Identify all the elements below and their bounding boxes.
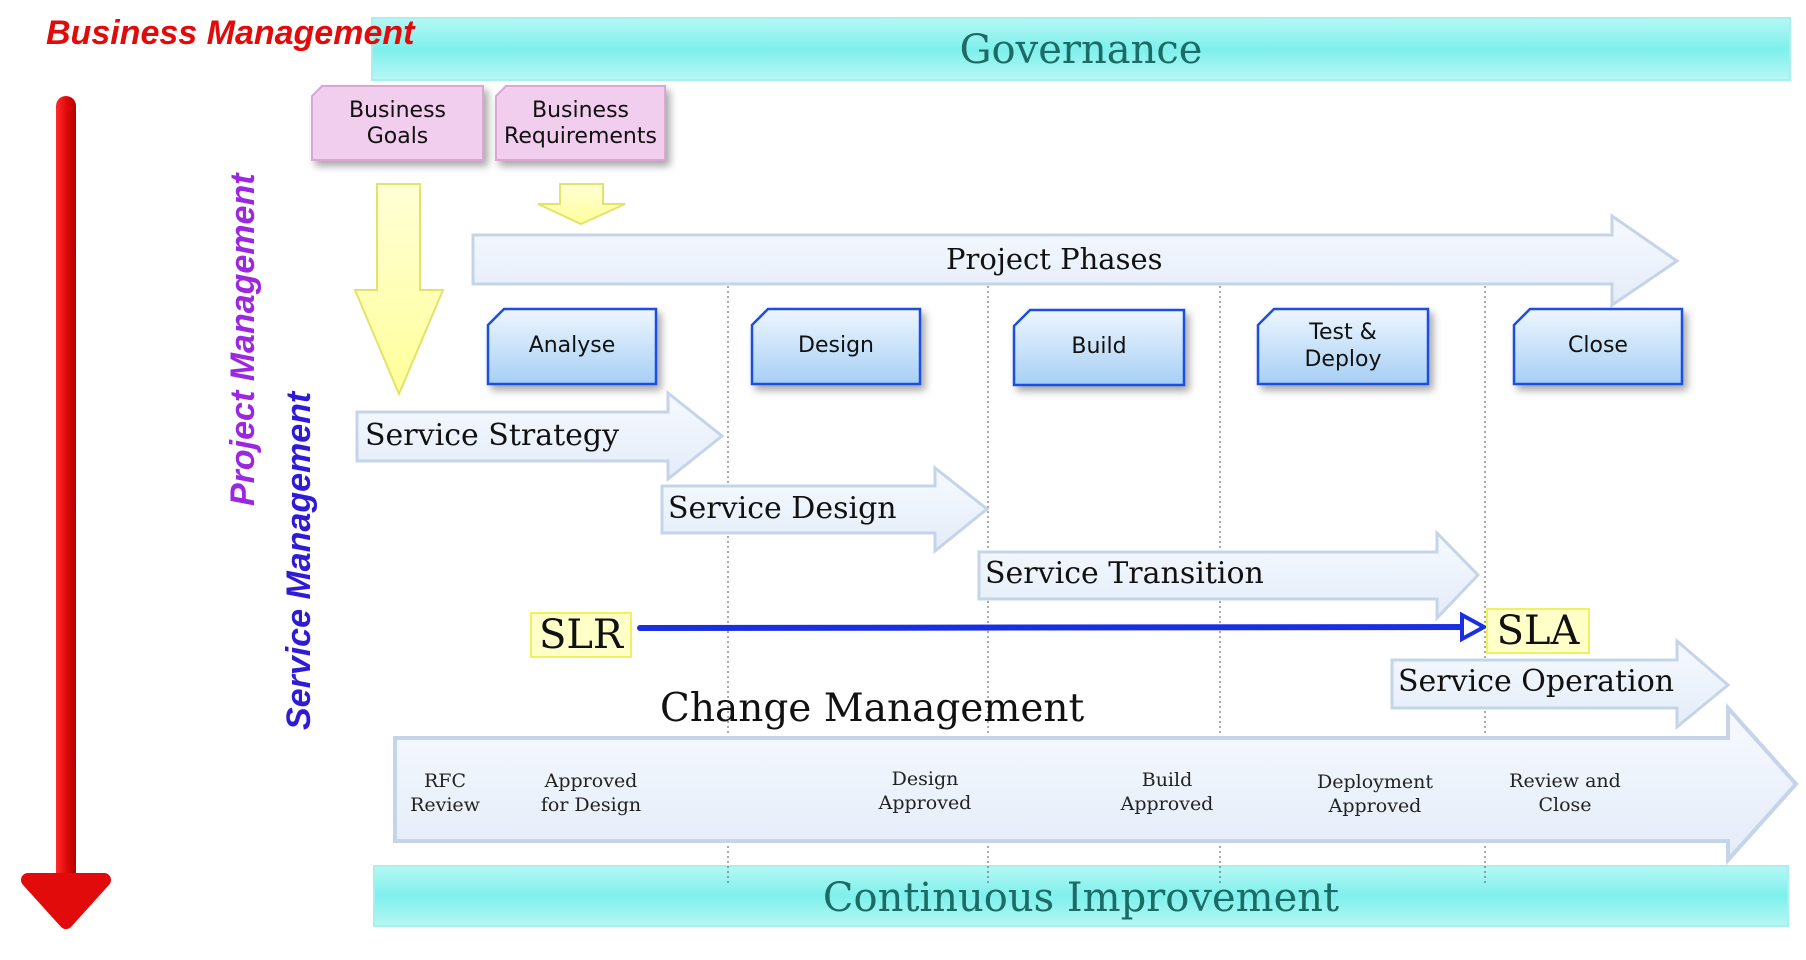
business-requirements-label: Business Requirements <box>504 97 657 149</box>
service-design-arrow <box>660 464 990 555</box>
service-operation-label: Service Operation <box>1398 664 1675 699</box>
milestone-rfc-review: RFC Review <box>410 770 480 816</box>
phase-box-analyse <box>486 307 658 386</box>
governance-band <box>371 17 1791 81</box>
phase-label-test-deploy: Test & Deploy <box>1304 320 1382 372</box>
service-design-label: Service Design <box>668 491 897 526</box>
service-operation-arrow <box>1390 637 1731 731</box>
slr-tag: SLR <box>530 612 632 658</box>
milestone-deployment-approved: Deployment Approved <box>1316 771 1434 817</box>
service-strategy-label: Service Strategy <box>365 418 620 453</box>
service-strategy-arrow <box>355 389 725 483</box>
business-requirements-box <box>495 85 666 161</box>
requirements-down-arrow <box>537 183 626 226</box>
service-management-label: Service Management <box>280 391 318 730</box>
service-transition-arrow <box>977 529 1481 622</box>
business-goals-box <box>311 85 484 161</box>
milestone-review-and-close: Review and Close <box>1509 770 1621 816</box>
change-management-title: Change Management <box>660 686 1085 731</box>
business-management-arrow <box>21 96 111 929</box>
project-management-label: Project Management <box>224 173 262 506</box>
milestone-build-approved: Build Approved <box>1120 769 1214 815</box>
continuous-improvement-title: Continuous Improvement <box>822 875 1340 921</box>
phase-label-analyse: Analyse <box>528 333 616 359</box>
phase-box-design <box>750 307 922 386</box>
goals-down-arrow <box>353 183 445 397</box>
continuous-improvement-band <box>373 865 1789 927</box>
milestone-approved-for-design: Approved for Design <box>540 770 642 816</box>
phase-label-design: Design <box>798 333 874 359</box>
business-goals-label: Business Goals <box>348 97 446 149</box>
project-phases-title: Project Phases <box>946 242 1163 276</box>
phase-box-close <box>1512 307 1684 386</box>
change-management-arrow <box>393 702 1799 866</box>
slr-sla-connector <box>637 611 1489 643</box>
phase-box-test-deploy <box>1256 307 1430 386</box>
phase-label-close: Close <box>1568 333 1628 359</box>
phase-box-build <box>1012 308 1186 387</box>
sla-tag: SLA <box>1486 608 1590 654</box>
milestone-design-approved: Design Approved <box>878 768 972 814</box>
governance-title: Governance <box>959 27 1203 73</box>
business-management-label: Business Management <box>46 14 415 52</box>
project-phases-arrow <box>471 213 1680 308</box>
service-transition-label: Service Transition <box>985 556 1264 591</box>
phase-label-build: Build <box>1071 334 1127 360</box>
